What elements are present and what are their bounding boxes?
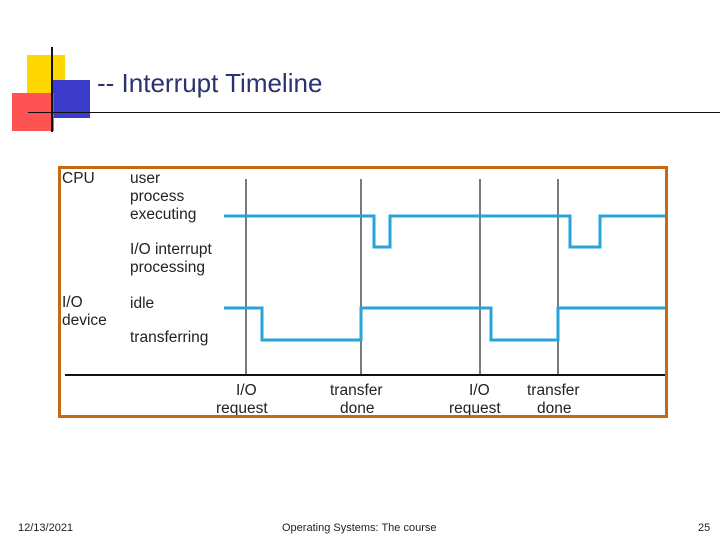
event-label-4-line1: transfer <box>527 382 580 399</box>
slide-title: -- Interrupt Timeline <box>97 68 323 98</box>
user-process-label-2: process <box>130 188 185 205</box>
io-interrupt-label-1: I/O interrupt <box>130 241 212 258</box>
io-device-label-1: I/O <box>62 294 83 311</box>
interrupt-timeline-diagram: CPU user process executing I/O interrupt… <box>58 166 668 418</box>
event-label-2-line2: done <box>340 400 375 417</box>
title-underline <box>28 112 720 113</box>
cpu-signal <box>224 214 665 249</box>
user-process-label-1: user <box>130 170 161 187</box>
event-label-3-line1: I/O <box>469 382 490 399</box>
io-device-signal <box>224 306 665 342</box>
event-label-4-line2: done <box>537 400 572 417</box>
decor-blue-square <box>52 80 90 118</box>
event-label-2-line1: transfer <box>330 382 383 399</box>
io-interrupt-label-2: processing <box>130 259 205 276</box>
io-device-label-2: device <box>62 312 107 329</box>
footer-course: Operating Systems: The course <box>282 522 437 534</box>
transferring-label: transferring <box>130 329 209 346</box>
event-label-3-line2: request <box>449 400 501 417</box>
page-number: 25 <box>698 522 711 534</box>
event-label-1-line1: I/O <box>236 382 257 399</box>
event-label-1-line2: request <box>216 400 268 417</box>
timeline-svg <box>65 179 665 376</box>
cpu-label: CPU <box>62 170 95 187</box>
user-process-label-3: executing <box>130 206 197 223</box>
idle-label: idle <box>130 295 155 312</box>
decor-vertical-line <box>51 47 53 132</box>
footer-date: 12/13/2021 <box>18 522 74 534</box>
